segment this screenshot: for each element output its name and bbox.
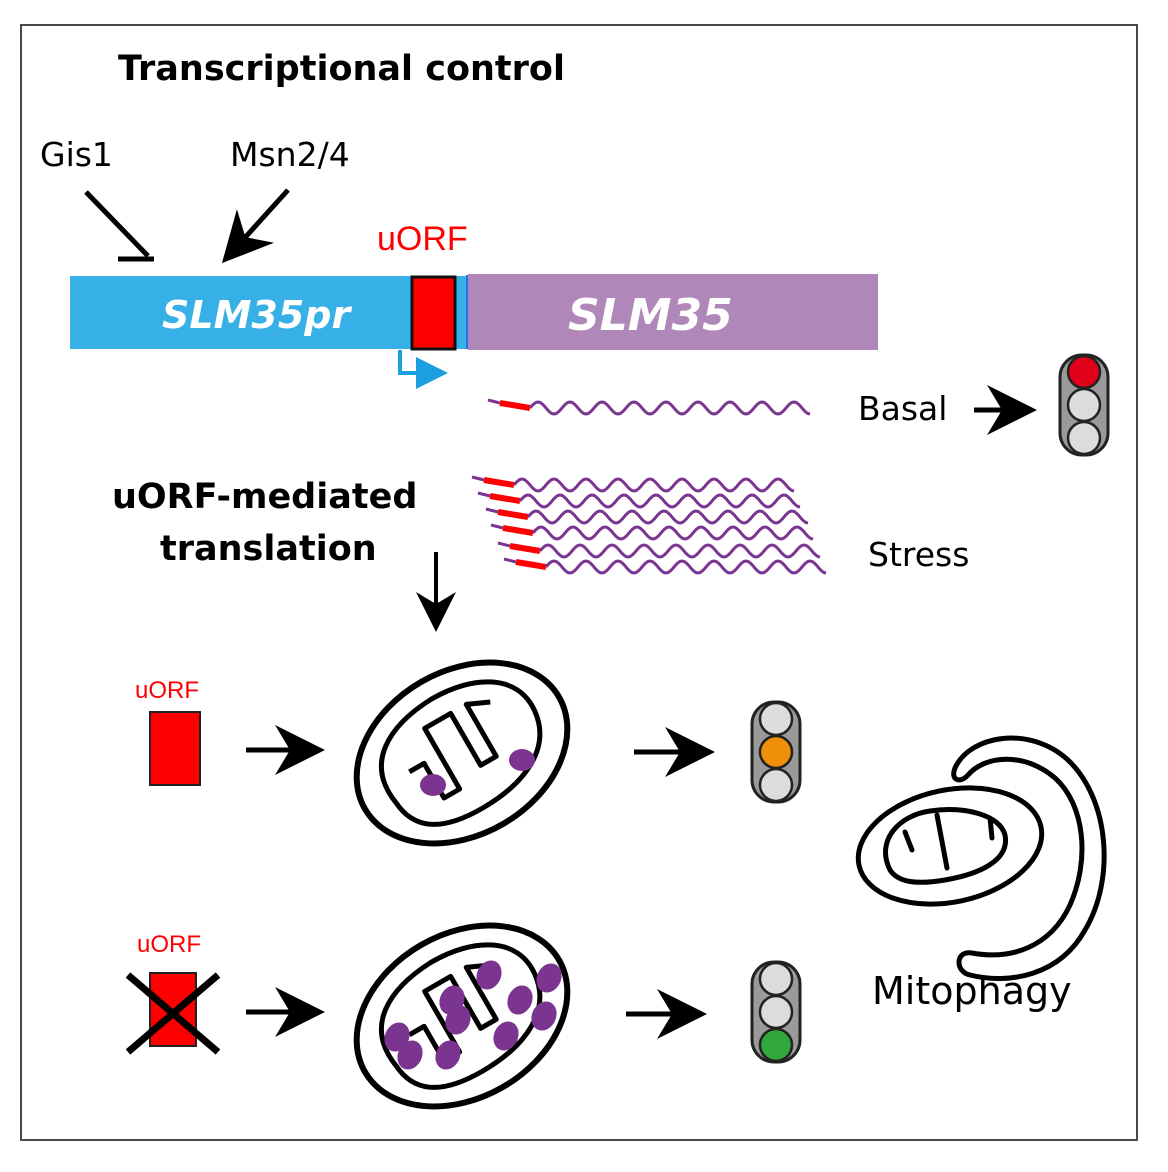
light-top-off: [758, 961, 794, 997]
mrna-stress-group: [471, 475, 827, 575]
mrna-uorf-segment: [483, 477, 515, 488]
traffic-light-basal: [1058, 353, 1110, 457]
mrna-strand: [471, 475, 795, 493]
label-gis1: Gis1: [40, 135, 113, 174]
slm35-protein-dot: [536, 963, 562, 993]
slm35-protein-dot: [507, 985, 533, 1015]
slm35-protein-dot: [509, 749, 535, 771]
mrna-strand: [477, 491, 801, 509]
slm35-protein-dot: [445, 1005, 471, 1035]
label-uorf-gene: uORF: [377, 220, 468, 258]
mrna-uorf-segment: [502, 525, 534, 536]
label-uorf-row2: uORF: [137, 931, 201, 958]
title-transcriptional-control: Transcriptional control: [118, 49, 565, 89]
slm35-protein-dot: [476, 960, 502, 990]
mrna-strand: [487, 398, 811, 416]
mrna-strand: [485, 507, 809, 525]
label-basal: Basal: [858, 389, 947, 428]
light-orange-on: [758, 734, 794, 770]
light-middle-off: [758, 994, 794, 1030]
light-bottom-off: [1066, 420, 1102, 456]
junction-line: [466, 275, 468, 349]
mrna-uorf-segment: [509, 543, 541, 554]
light-red-on: [1066, 354, 1102, 390]
label-uorf-row1: uORF: [135, 677, 199, 704]
uorf-box: [410, 275, 457, 351]
traffic-light-with-uorf: [750, 700, 802, 804]
heading-translation-line1: uORF-mediated: [112, 477, 417, 517]
mrna-uorf-segment: [499, 400, 531, 411]
light-top-off: [758, 701, 794, 737]
slm35-protein-dot: [420, 774, 446, 796]
traffic-light-without-uorf: [750, 960, 802, 1064]
activation-arrow-icon: [221, 188, 290, 264]
inhibition-arrow-icon: [84, 190, 154, 262]
promoter-region: [70, 276, 468, 349]
uorf-box-intact: [149, 711, 201, 786]
mrna-strand: [490, 523, 814, 541]
light-green-on: [758, 1027, 794, 1063]
heading-translation-line2: translation: [160, 529, 377, 569]
mrna-uorf-segment: [515, 559, 547, 570]
mitochondrion-low-slm35: [353, 659, 571, 847]
figure-frame: [20, 24, 1138, 1141]
mrna-strand: [497, 541, 821, 559]
slm35-protein-dot: [397, 1040, 423, 1070]
label-stress: Stress: [868, 535, 969, 574]
slm35-protein-dot: [531, 1001, 557, 1031]
mrna-uorf-segment: [489, 493, 521, 504]
orf-region: [468, 274, 878, 350]
mrna-strand: [503, 557, 827, 575]
mrna-uorf-segment: [497, 509, 529, 520]
tss-arrow-icon: [398, 350, 448, 389]
label-orf: SLM35: [568, 290, 733, 341]
slm35-protein-dot: [493, 1021, 519, 1051]
light-bottom-off: [758, 767, 794, 803]
label-msn2-4: Msn2/4: [230, 135, 350, 174]
light-middle-off: [1066, 387, 1102, 423]
mrna-basal: [487, 398, 811, 416]
label-mitophagy: Mitophagy: [872, 969, 1072, 1013]
mitophagy-icon: [855, 735, 1107, 982]
slm35-protein-dot: [435, 1040, 461, 1070]
cross-mark-icon: [125, 972, 221, 1055]
label-promoter: SLM35pr: [162, 293, 352, 337]
slm35-protein-dots-high: [384, 960, 562, 1070]
